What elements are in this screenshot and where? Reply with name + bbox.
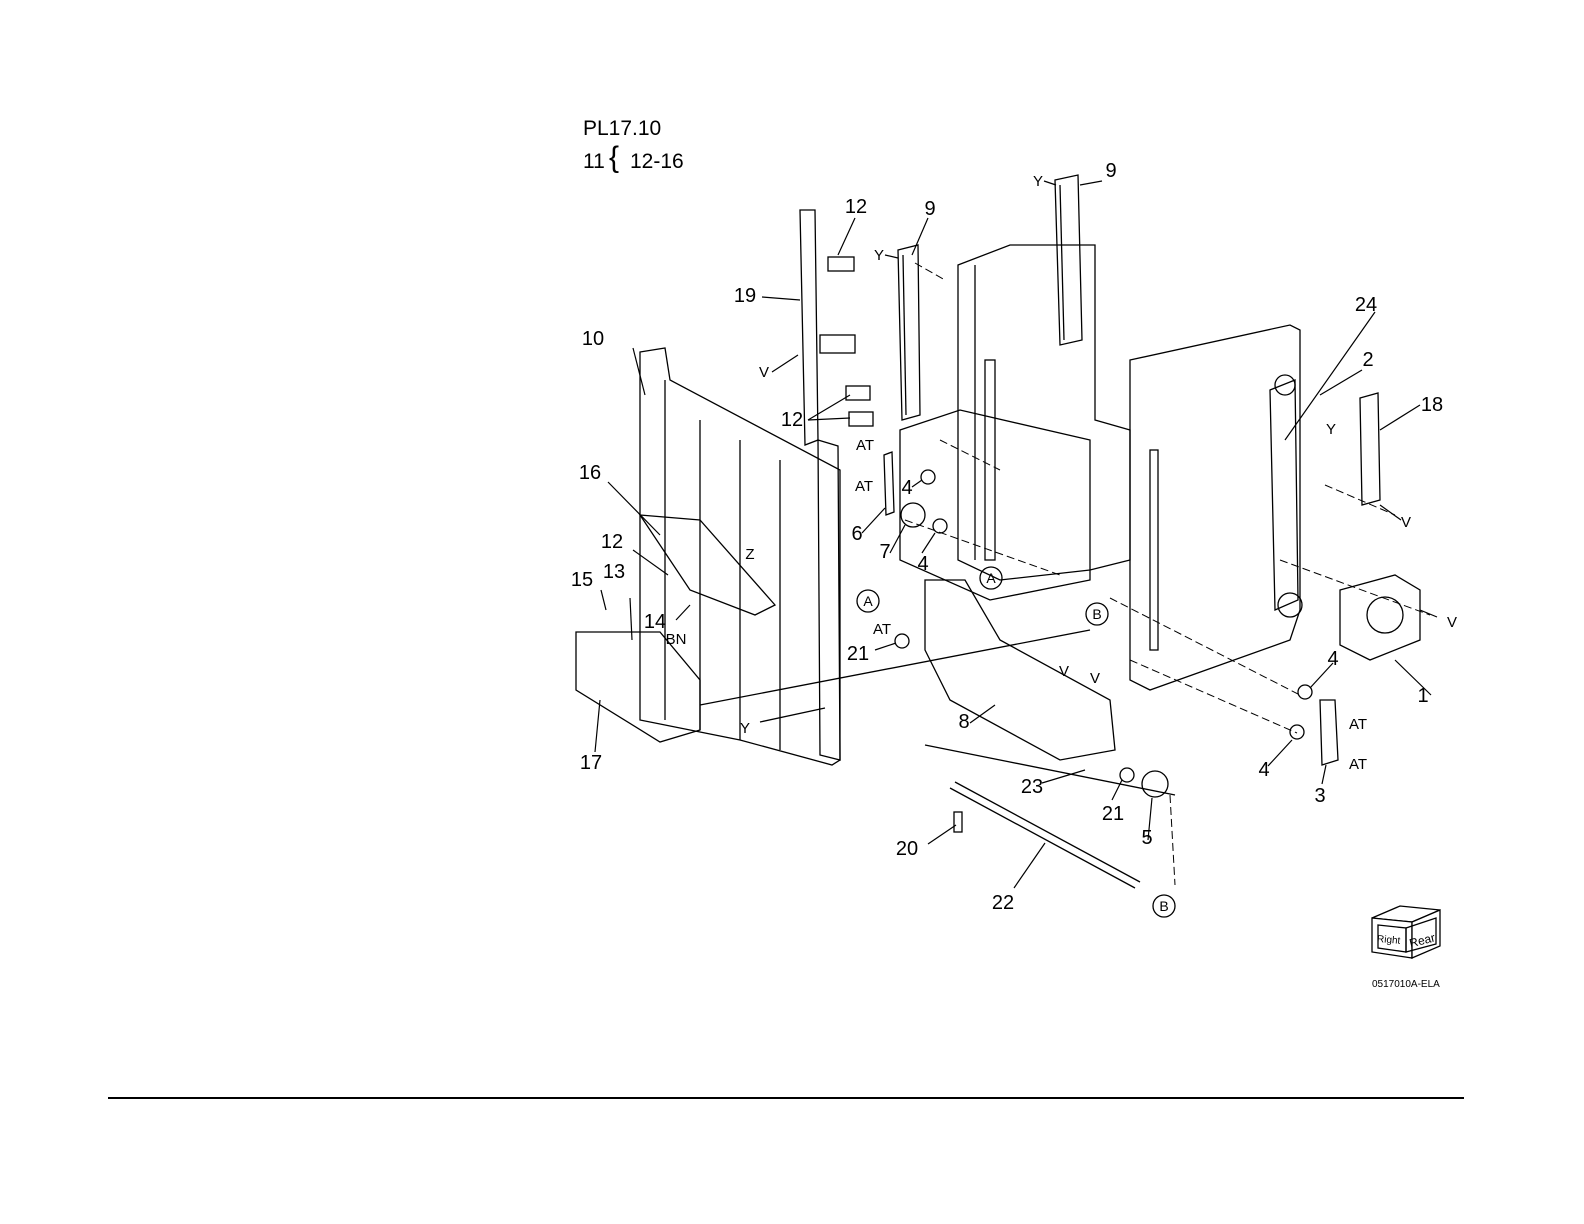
callout-20: 20 xyxy=(896,838,918,860)
letter-at-2: AT xyxy=(855,478,873,495)
callout-12-left: 12 xyxy=(601,531,623,553)
rear-frame-panel xyxy=(900,245,1130,600)
pin-20 xyxy=(954,812,962,832)
bracket-18 xyxy=(1360,393,1380,505)
callout-3: 3 xyxy=(1314,785,1325,807)
sensor-mid-b xyxy=(849,412,873,426)
sensor-top xyxy=(828,257,854,271)
front-cover-panel xyxy=(640,348,840,765)
callout-4-upper: 4 xyxy=(901,477,912,499)
bearing-4b xyxy=(933,519,947,533)
callout-9-left: 9 xyxy=(924,198,935,220)
callout-18: 18 xyxy=(1421,394,1443,416)
letter-y-3: Y xyxy=(1326,421,1336,438)
callout-23: 23 xyxy=(1021,776,1043,798)
callout-21-left: 21 xyxy=(847,643,869,665)
letter-y-2: Y xyxy=(874,247,884,264)
letter-v-5: V xyxy=(1090,670,1100,687)
letter-at-4: AT xyxy=(1349,716,1367,733)
letter-at-5: AT xyxy=(1349,756,1367,773)
callout-10: 10 xyxy=(582,328,604,350)
callout-14: 14 xyxy=(644,611,666,633)
letter-v-2: V xyxy=(1401,514,1411,531)
footer-rule xyxy=(108,1097,1464,1099)
letter-z: Z xyxy=(745,546,754,563)
figure-code: 0517010A-ELA xyxy=(1372,979,1440,990)
callout-12-top: 12 xyxy=(845,196,867,218)
callout-24: 24 xyxy=(1355,294,1377,316)
callout-8: 8 xyxy=(958,711,969,733)
callout-9-right: 9 xyxy=(1105,160,1116,182)
cube-right-label: Right xyxy=(1377,934,1401,947)
callout-7: 7 xyxy=(879,541,890,563)
connector-a-upper-label: A xyxy=(986,570,996,586)
connector-b-lower-label: B xyxy=(1159,898,1168,914)
callout-17: 17 xyxy=(580,752,602,774)
callout-5: 5 xyxy=(1141,827,1152,849)
right-frame-panel xyxy=(1130,325,1302,690)
plate-16 xyxy=(640,515,775,615)
callout-22: 22 xyxy=(992,892,1014,914)
bearing-21a xyxy=(895,634,909,648)
callout-16: 16 xyxy=(579,462,601,484)
plate-8 xyxy=(925,580,1115,760)
letter-v-4: V xyxy=(1059,663,1069,680)
letter-v-3: V xyxy=(1447,614,1457,631)
callout-19: 19 xyxy=(734,285,756,307)
bracket-3 xyxy=(1320,700,1338,765)
bearing-21b xyxy=(1120,768,1134,782)
bracket-19 xyxy=(800,210,855,445)
connector-b-upper-label: B xyxy=(1092,606,1101,622)
callout-4-mid: 4 xyxy=(917,553,928,575)
motor-1 xyxy=(1340,575,1420,660)
letter-bn: BN xyxy=(666,631,687,648)
sensor-mid-a xyxy=(846,386,870,400)
letter-v-1: V xyxy=(759,364,769,381)
bracket-6 xyxy=(884,452,894,515)
letter-y-4: Y xyxy=(740,720,750,737)
callout-13: 13 xyxy=(603,561,625,583)
callout-15: 15 xyxy=(571,569,593,591)
callout-6: 6 xyxy=(851,523,862,545)
letter-at-1: AT xyxy=(856,437,874,454)
letter-y-1: Y xyxy=(1033,173,1043,190)
gear-7 xyxy=(901,503,925,527)
callout-4-right-upper: 4 xyxy=(1327,648,1338,670)
callout-21-right: 21 xyxy=(1102,803,1124,825)
callout-4-right-lower: 4 xyxy=(1258,759,1269,781)
callout-1: 1 xyxy=(1417,685,1428,707)
letter-at-3: AT xyxy=(873,621,891,638)
callout-2: 2 xyxy=(1362,349,1373,371)
rack-gear-right xyxy=(1055,175,1082,345)
callout-12-mid: 12 xyxy=(781,409,803,431)
rack-gear-left xyxy=(898,245,920,420)
bearing-4d xyxy=(1290,725,1304,739)
housing-17 xyxy=(576,632,700,742)
connector-a-lower-label: A xyxy=(863,593,873,609)
bearing-4c xyxy=(1298,685,1312,699)
bearing-4a xyxy=(921,470,935,484)
